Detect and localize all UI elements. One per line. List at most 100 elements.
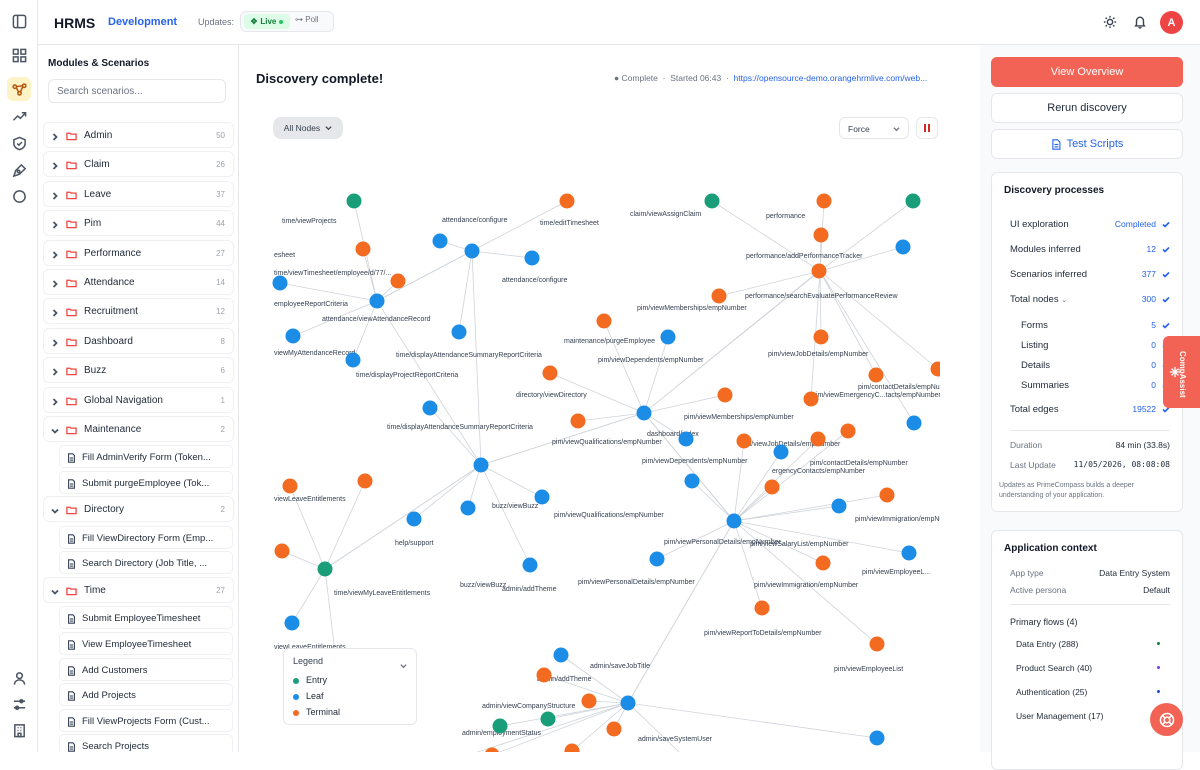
graph-node-terminal[interactable]	[606, 721, 622, 737]
graph-node-leaf[interactable]	[906, 415, 922, 431]
graph-node-leaf[interactable]	[473, 457, 489, 473]
graph-node-leaf[interactable]	[901, 545, 917, 561]
graph-node-terminal[interactable]	[564, 743, 580, 753]
graph-node-terminal[interactable]	[879, 487, 895, 503]
sliders-icon[interactable]	[7, 692, 31, 716]
scenario-item[interactable]: Submit purgeEmployee (Tok...	[59, 470, 233, 494]
graph-node-leaf[interactable]	[432, 233, 448, 249]
rerun-discovery-button[interactable]: Rerun discovery	[991, 93, 1183, 123]
graph-node-terminal[interactable]	[869, 636, 885, 652]
graph-node-leaf[interactable]	[773, 444, 789, 460]
graph-node-terminal[interactable]	[355, 241, 371, 257]
graph-node-terminal[interactable]	[930, 361, 941, 377]
graph-node-leaf[interactable]	[660, 329, 676, 345]
pen-tool-icon[interactable]	[7, 158, 31, 182]
graph-node-entry[interactable]	[704, 193, 720, 209]
graph-node-terminal[interactable]	[803, 391, 819, 407]
graph-node-terminal[interactable]	[736, 433, 752, 449]
primary-flow-item[interactable]: Authentication (25)	[1016, 687, 1164, 697]
scenario-item[interactable]: Add Projects	[59, 683, 233, 707]
node-filter-dropdown[interactable]: All Nodes	[273, 117, 343, 139]
graph-node-leaf[interactable]	[524, 250, 540, 266]
compassist-tab[interactable]: CompAssist	[1163, 336, 1200, 408]
graph-node-terminal[interactable]	[811, 263, 827, 279]
graph-node-terminal[interactable]	[840, 423, 856, 439]
target-url-link[interactable]: https://opensource-demo.orangehrmlive.co…	[733, 73, 928, 83]
graph-node-terminal[interactable]	[815, 555, 831, 571]
graph-node-terminal[interactable]	[868, 367, 884, 383]
graph-node-entry[interactable]	[492, 718, 508, 734]
chevron-down-icon[interactable]: ⌄	[1061, 297, 1068, 304]
toggle-sidebar-icon[interactable]	[7, 9, 31, 33]
graph-node-leaf[interactable]	[464, 243, 480, 259]
graph-node-terminal[interactable]	[282, 478, 298, 494]
graph-node-leaf[interactable]	[869, 730, 885, 746]
graph-node-leaf[interactable]	[406, 511, 422, 527]
graph-node-terminal[interactable]	[536, 667, 552, 683]
scenario-item[interactable]: Submit EmployeeTimesheet	[59, 606, 233, 630]
chevron-down-icon[interactable]	[400, 658, 407, 669]
graph-node-terminal[interactable]	[542, 365, 558, 381]
notifications-bell-icon[interactable]	[1131, 13, 1149, 31]
graph-node-leaf[interactable]	[649, 551, 665, 567]
graph-node-entry[interactable]	[346, 193, 362, 209]
graph-node-terminal[interactable]	[570, 413, 586, 429]
environment-label[interactable]: Development	[108, 16, 178, 28]
graph-node-terminal[interactable]	[559, 193, 575, 209]
graph-node-leaf[interactable]	[620, 695, 636, 711]
graph-node-leaf[interactable]	[636, 405, 652, 421]
layout-select[interactable]: Force	[839, 117, 909, 139]
shield-icon[interactable]	[7, 131, 31, 155]
search-scenarios-input[interactable]	[48, 79, 226, 103]
theme-sun-icon[interactable]	[1101, 13, 1119, 31]
graph-node-entry[interactable]	[317, 561, 333, 577]
graph-node-leaf[interactable]	[895, 239, 911, 255]
graph-node-leaf[interactable]	[451, 324, 467, 340]
graph-node-leaf[interactable]	[272, 275, 288, 291]
poll-option[interactable]: ⊶ Poll	[295, 15, 319, 24]
graph-node-terminal[interactable]	[485, 747, 500, 753]
dashboard-grid-icon[interactable]	[7, 43, 31, 67]
graph-node-terminal[interactable]	[754, 600, 770, 616]
graph-node-leaf[interactable]	[726, 513, 742, 529]
graph-node-terminal[interactable]	[581, 693, 597, 709]
primary-flow-item[interactable]: User Management (17)	[1016, 711, 1164, 721]
discovery-graph-icon[interactable]	[7, 77, 31, 101]
scenario-item[interactable]: Fill ViewDirectory Form (Emp...	[59, 525, 233, 549]
scenario-item[interactable]: Add Customers	[59, 657, 233, 681]
trend-icon[interactable]	[7, 104, 31, 128]
graph-node-entry[interactable]	[540, 711, 556, 727]
graph-node-leaf[interactable]	[831, 498, 847, 514]
scenario-item[interactable]: View EmployeeTimesheet	[59, 632, 233, 656]
circle-icon[interactable]	[7, 184, 31, 208]
scenario-item[interactable]: Search Projects	[59, 734, 233, 752]
primary-flow-item[interactable]: Data Entry (288)	[1016, 639, 1164, 649]
graph-node-leaf[interactable]	[285, 328, 301, 344]
graph-node-terminal[interactable]	[816, 193, 832, 209]
graph-node-leaf[interactable]	[369, 293, 385, 309]
graph-node-leaf[interactable]	[534, 489, 550, 505]
scenario-item[interactable]: Fill ViewProjects Form (Cust...	[59, 708, 233, 732]
graph-node-leaf[interactable]	[553, 647, 569, 663]
help-lifebuoy-button[interactable]	[1150, 703, 1183, 736]
graph-node-terminal[interactable]	[357, 473, 373, 489]
graph-node-terminal[interactable]	[813, 329, 829, 345]
graph-node-terminal[interactable]	[596, 313, 612, 329]
pause-simulation-button[interactable]	[916, 117, 938, 139]
graph-node-leaf[interactable]	[678, 431, 694, 447]
graph-node-terminal[interactable]	[711, 288, 727, 304]
view-overview-button[interactable]: View Overview	[991, 57, 1183, 87]
graph-node-leaf[interactable]	[522, 557, 538, 573]
